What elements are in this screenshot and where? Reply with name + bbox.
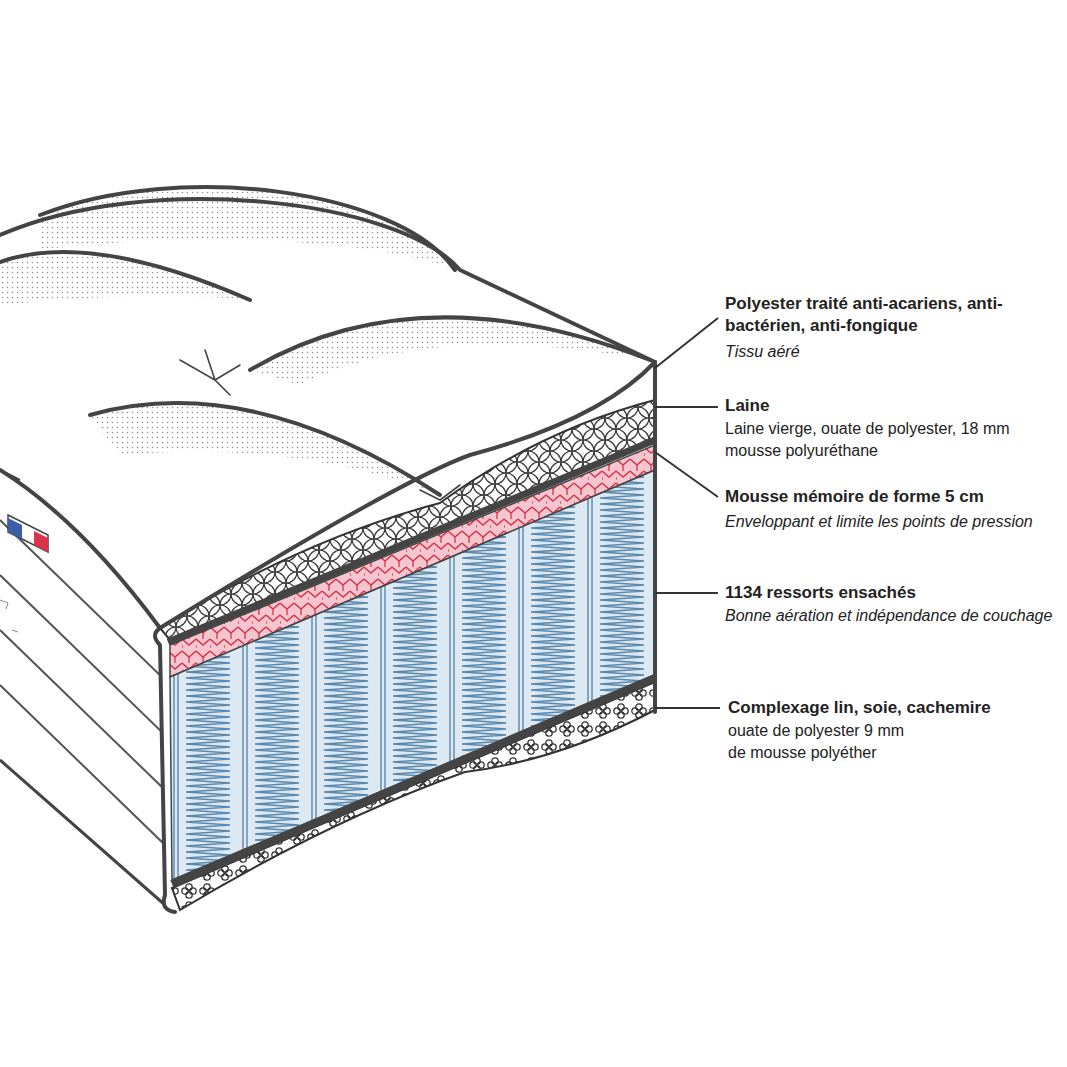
part-name: 1134 ressorts ensachés [725,582,1055,604]
part-description: ouate de polyester 9 mm de mousse polyét… [728,720,918,764]
label-slot: Laine [725,395,1055,417]
part-name: Laine [725,395,1055,417]
label-slot: Mousse mémoire de forme 5 cm [725,486,1055,508]
label-slot: ouate de polyester 9 mm de mousse polyét… [728,720,918,764]
label-slot: Complexage lin, soie, cachemire [728,697,1058,719]
part-name: Complexage lin, soie, cachemire [728,697,1058,719]
label-slot: 1134 ressorts ensachés [725,582,1055,604]
part-note: Bonne aération et indépendance de coucha… [725,605,1055,627]
part-description: Laine vierge, ouate de polyester, 18 mm … [725,418,1025,462]
label-slot: Laine vierge, ouate de polyester, 18 mm … [725,418,1025,462]
label-slot: Polyester traité anti-acariens, anti-bac… [725,293,1055,337]
label-slot: Enveloppant et limite les points de pres… [725,511,1050,533]
label-slot: Tissu aéré [725,341,1055,363]
part-name: Polyester traité anti-acariens, anti-bac… [725,293,1055,337]
part-name: Mousse mémoire de forme 5 cm [725,486,1055,508]
label-slot: Bonne aération et indépendance de coucha… [725,605,1055,627]
part-note: Enveloppant et limite les points de pres… [725,511,1050,533]
part-note: Tissu aéré [725,341,1055,363]
